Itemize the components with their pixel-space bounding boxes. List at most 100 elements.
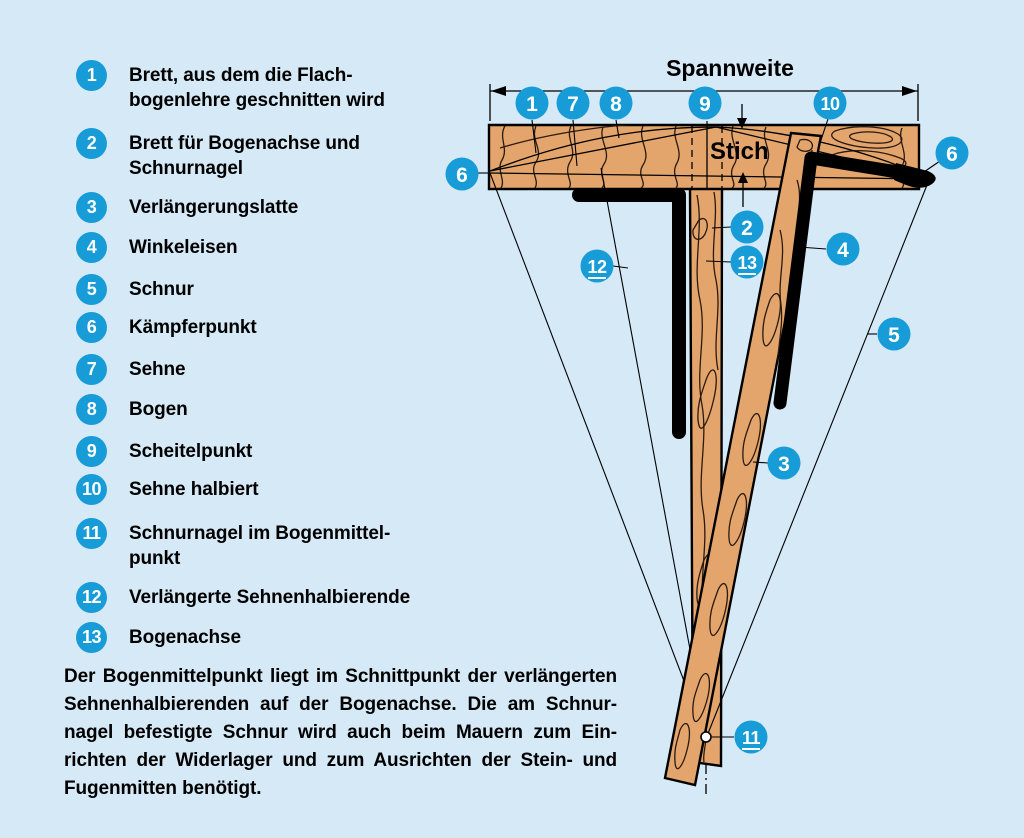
legend-item-5: 5 Schnur (76, 274, 194, 305)
legend-label: Brett, aus dem die Flach- (129, 65, 353, 86)
callout-9-number: 9 (699, 93, 711, 116)
string-left-kaempfer (489, 172, 706, 737)
callout-10-number: 10 (820, 94, 840, 114)
callout-8: 8 (599, 86, 633, 120)
leader-lines (478, 118, 941, 464)
stich-dimension (737, 104, 748, 207)
legend-item-8: 8 Bogen (76, 394, 188, 425)
legend-item-3: 3 Verlängerungslatte (76, 192, 298, 223)
callout-7: 7 (556, 86, 590, 120)
legend-label: Bogenachse (129, 627, 241, 648)
callout-8-number: 8 (610, 93, 622, 116)
callout-3: 3 (767, 446, 801, 480)
note-line: Fugenmitten benötigt. (64, 778, 262, 799)
callout-7-number: 7 (567, 93, 579, 116)
string-right-schnur (706, 179, 930, 737)
leader-6-right (920, 160, 941, 175)
legend-badge-8: 8 (76, 394, 107, 425)
legend-label: Sehne (129, 359, 186, 380)
legend-label: Sehne halbiert (129, 479, 259, 500)
chord-line-sehne (489, 172, 930, 180)
legend-item-7: 7 Sehne (76, 354, 186, 385)
legend-item-13: 13 Bogenachse (76, 622, 241, 653)
legend-item-12: 12 Verlängerte Sehnenhalbierende (76, 582, 410, 613)
leader-7 (572, 119, 578, 167)
callout-13-number: 13 (737, 253, 757, 273)
callout-1: 1 (515, 86, 549, 120)
note-line: nagel befestigte Schnur wird auch beim M… (64, 722, 617, 743)
callout-5-number: 5 (888, 324, 900, 347)
leader-10 (818, 118, 829, 147)
angle-iron-tip (894, 163, 936, 188)
leader-4 (798, 246, 827, 250)
legend-item-9: 9 Scheitelpunkt (76, 436, 252, 467)
legend-label: Verlängerungslatte (129, 197, 299, 218)
callout-12: 12 (580, 249, 614, 283)
legend-badge-5: 5 (76, 274, 107, 305)
leader-8 (615, 119, 620, 139)
half-chord-left (489, 126, 717, 172)
dim-arrow-right (902, 86, 917, 96)
leader-13 (705, 260, 732, 263)
callout-1-number: 1 (526, 93, 538, 116)
legend-badge-11: 11 (76, 518, 107, 549)
legend-label: Kämpferpunkt (129, 317, 257, 338)
stich-arrow-down (737, 118, 747, 129)
legend-item-6: 6 Kämpferpunkt (76, 312, 257, 343)
leader-2 (711, 226, 732, 229)
legend-badge-12: 12 (76, 582, 107, 613)
callout-2: 2 (730, 210, 764, 244)
dim-arrow-left (491, 86, 506, 96)
callout-10: 10 (813, 86, 847, 120)
callout-6-left-number: 6 (456, 164, 468, 187)
legend-label: Bogen (129, 399, 188, 420)
legend-badge-3: 3 (76, 192, 107, 223)
callout-13: 13 (730, 245, 764, 279)
callout-2-number: 2 (741, 217, 753, 240)
string-lines (489, 167, 930, 737)
legend-label: Verlängerte Sehnenhalbierende (129, 587, 411, 608)
legend-item-10: 10 Sehne halbiert (76, 474, 259, 505)
leader-1 (531, 119, 537, 154)
note-paragraph: Der Bogenmittelpunkt liegt im Schnittpun… (64, 663, 617, 803)
legend-badge-2: 2 (76, 128, 107, 159)
angle-iron-left (572, 188, 686, 439)
callout-12-number: 12 (587, 257, 607, 277)
legend-item-1: 1 Brett, aus dem die Flach-bogenlehre ges… (76, 60, 385, 113)
callout-11: 11 (734, 720, 768, 754)
legend-label: Schnur (129, 279, 194, 300)
legend-badge-4: 4 (76, 232, 107, 263)
leader-12 (612, 265, 629, 269)
callout-6-right: 6 (935, 136, 969, 170)
schnurnagel-dot (700, 731, 712, 743)
legend-label: Schnurnagel (129, 158, 243, 179)
note-line: richten der Widerlager und zum Ausrichte… (64, 750, 617, 771)
legend-label: bogenlehre geschnitten wird (129, 90, 385, 111)
callout-6-right-number: 6 (946, 143, 958, 166)
legend-badge-1: 1 (76, 60, 107, 91)
note-line: Sehnenhalbierenden auf der Bogenachse. D… (64, 694, 617, 715)
legend-label: Scheitelpunkt (129, 441, 253, 462)
stich-arrow-up (738, 172, 748, 183)
chord-bisector-extended (600, 167, 707, 737)
legend-item-4: 4 Winkeleisen (76, 232, 238, 263)
callout-11-number: 11 (742, 728, 761, 748)
note-line: Der Bogenmittelpunkt liegt im Schnittpun… (64, 666, 617, 687)
legend-badge-6: 6 (76, 312, 107, 343)
legend-badge-7: 7 (76, 354, 107, 385)
callout-4-number: 4 (837, 239, 849, 262)
callout-4: 4 (826, 232, 860, 266)
angle-iron-right (773, 151, 936, 410)
legend-badge-9: 9 (76, 436, 107, 467)
callout-9: 9 (688, 86, 722, 120)
legend-badge-13: 13 (76, 622, 107, 653)
legend-label: Brett für Bogenachse und (129, 133, 360, 154)
legend-badge-10: 10 (76, 474, 107, 505)
callout-3-number: 3 (778, 453, 790, 476)
legend-label: Winkeleisen (129, 237, 238, 258)
legend-label: punkt (129, 548, 181, 569)
